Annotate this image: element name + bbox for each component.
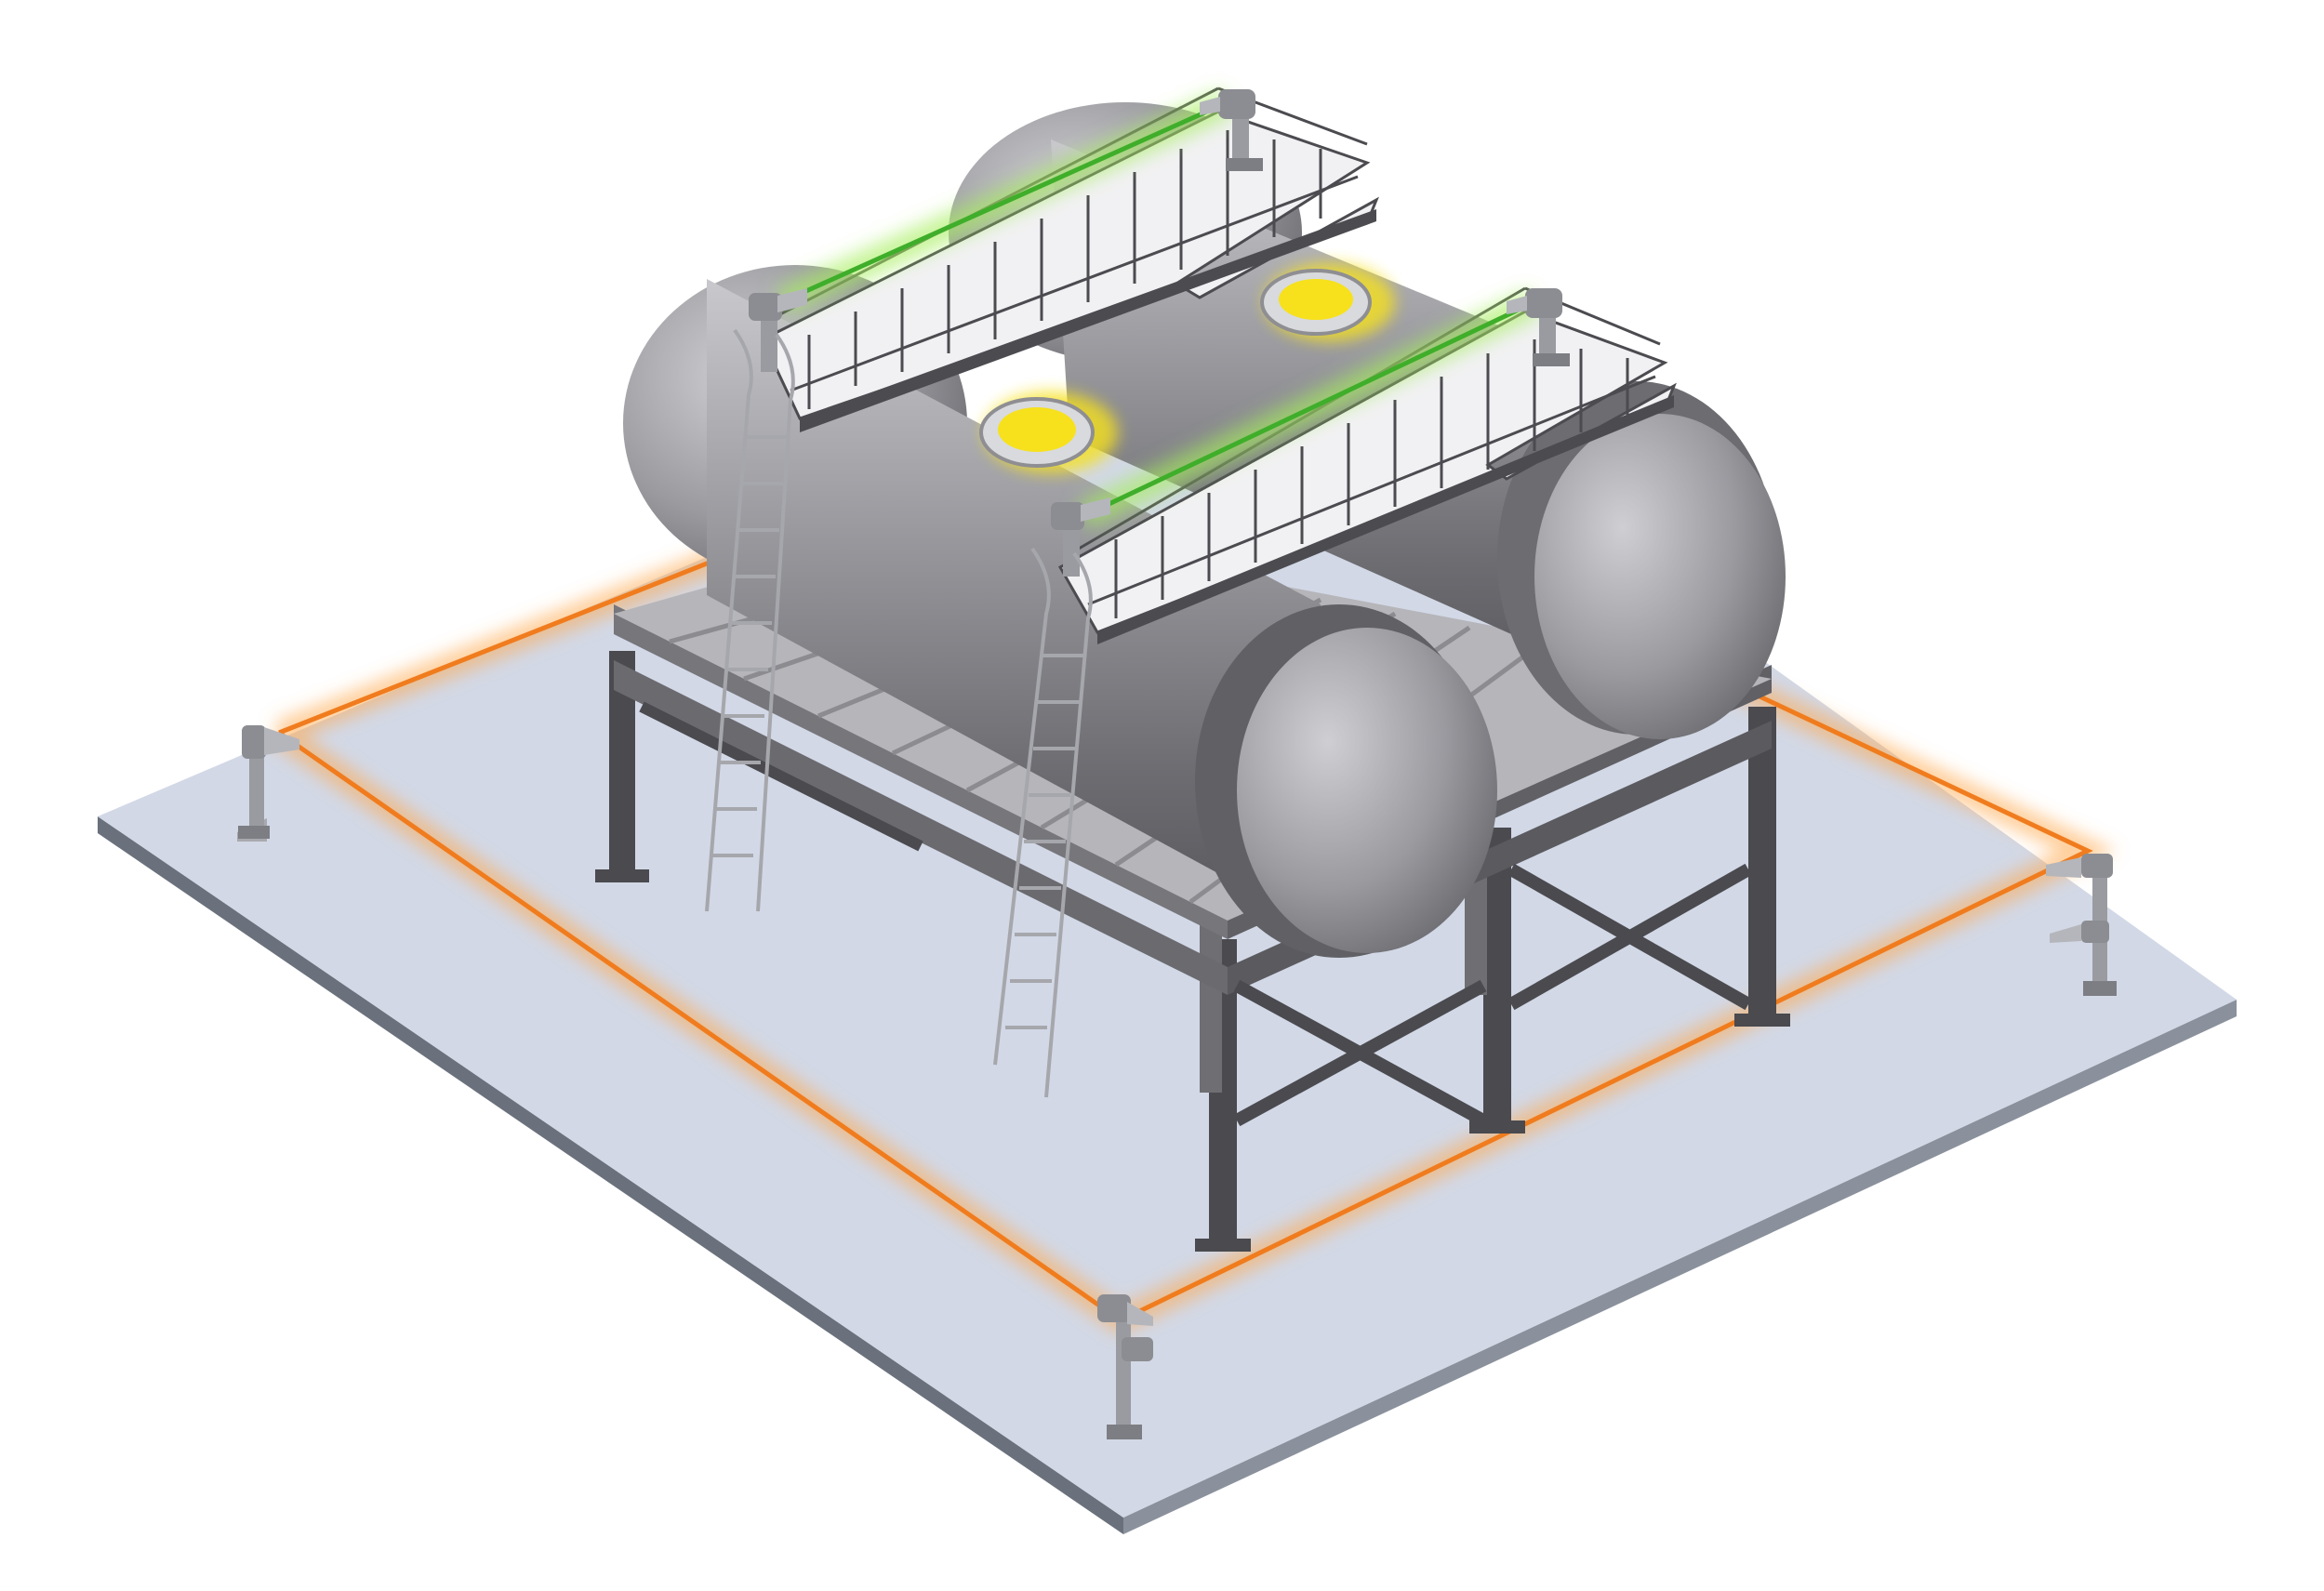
roof-beam-front — [1077, 289, 1541, 529]
perimeter-sensor-bottom — [1097, 1294, 1153, 1439]
roof-sensor-rear-left — [749, 288, 807, 372]
hatch-front — [979, 391, 1118, 473]
roof-sensor-rear-right — [1200, 89, 1263, 171]
roof-sensor-front-right — [1507, 288, 1570, 366]
ladder-rear — [705, 328, 795, 912]
hatch-rear — [1260, 263, 1395, 341]
roof-beam-rear — [775, 89, 1234, 315]
slab-side-right — [1123, 1000, 2237, 1534]
slab-side — [98, 816, 1123, 1534]
slab-top — [98, 313, 2237, 1518]
roof-sensor-front-left — [1051, 497, 1110, 577]
perimeter-sensor-left — [237, 725, 299, 842]
ladder-front — [993, 547, 1093, 1098]
perimeter-sensor-right — [2046, 854, 2117, 996]
catwalk-rear — [761, 86, 1379, 432]
